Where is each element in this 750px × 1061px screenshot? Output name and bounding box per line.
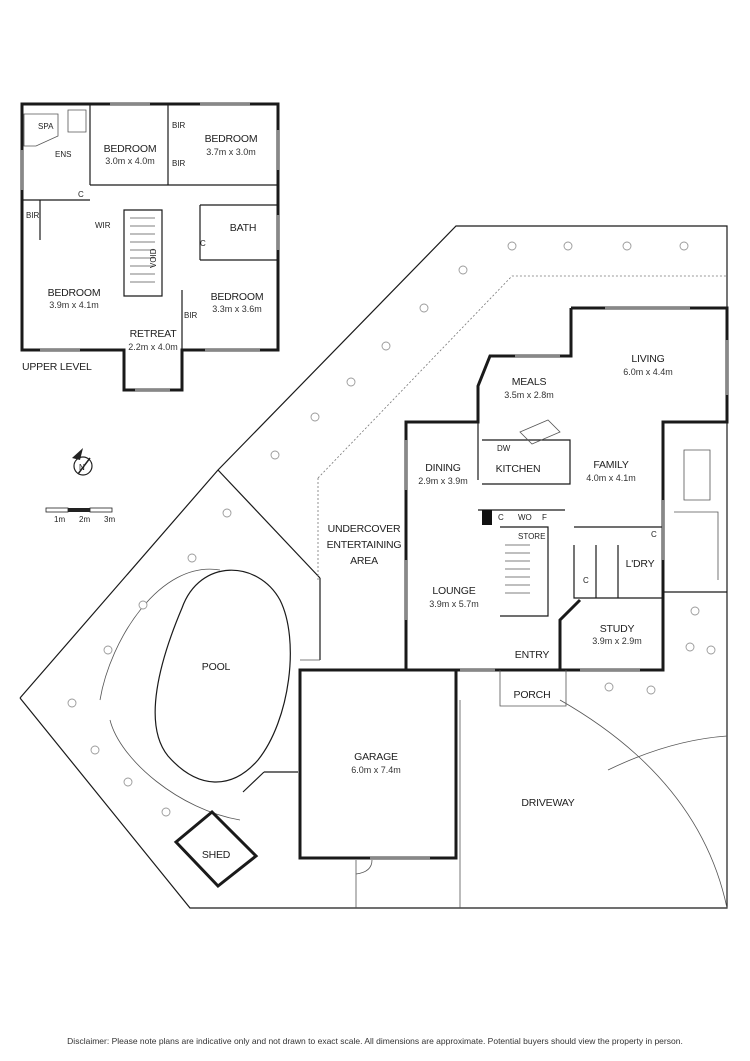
disclaimer: Disclaimer: Please note plans are indica… [67,1036,683,1046]
family-name: FAMILY [593,459,629,471]
upper-bir-top1-label: BIR [172,121,186,130]
ldry-label: L'DRY [626,558,655,570]
upper-bath-label: BATH [230,222,256,234]
upper-bedroom-d-size: 3.3m x 3.6m [212,304,262,314]
upper-bedroom-c-size: 3.9m x 4.1m [49,300,99,310]
upper-bedroom-a-size: 3.0m x 4.0m [105,156,155,166]
family-size: 4.0m x 4.1m [586,473,636,483]
study-size: 3.9m x 2.9m [592,636,642,646]
compass-letter: N [79,463,85,472]
c-wc-label: C [583,576,589,585]
ground-windows [370,306,729,860]
upper-c1-label: C [78,190,84,199]
site-boundary [19,225,728,909]
lounge-name: LOUNGE [432,585,475,597]
upper-bir-top2-label: BIR [172,159,186,168]
c-left-label: C [498,513,504,522]
driveway-lines [459,699,728,909]
upper-bedroom-b-name: BEDROOM [205,133,258,145]
upper-bedroom-c-name: BEDROOM [48,287,101,299]
undercover-line-2: ENTERTAINING [327,539,402,551]
upper-void-label: VOID [149,248,158,268]
upper-wir-label: WIR [95,221,111,230]
scale-bar: 1m 2m 3m [45,507,115,524]
scale-label-2: 2m [79,515,90,524]
study-name: STUDY [600,623,635,635]
upper-bedroom-a-name: BEDROOM [104,143,157,155]
upper-level-label: UPPER LEVEL [22,361,92,373]
pool-label: POOL [202,661,231,673]
north-arrow-icon: N [72,448,93,476]
porch-label: PORCH [514,689,551,701]
upper-windows [20,102,280,392]
living-size: 6.0m x 4.4m [623,367,673,377]
garage-size: 6.0m x 7.4m [351,765,401,775]
upper-c2-label: C [200,239,206,248]
upper-ens-label: ENS [55,150,71,159]
shed-label: SHED [202,849,231,861]
dining-name: DINING [425,462,461,474]
store-label: STORE [518,532,545,541]
scale-label-3: 3m [104,515,115,524]
upper-retreat-size: 2.2m x 4.0m [128,342,178,352]
upper-bedroom-d-name: BEDROOM [211,291,264,303]
kitchen-label: KITCHEN [496,463,541,475]
meals-name: MEALS [512,376,547,388]
upper-bedroom-b-size: 3.7m x 3.0m [206,147,256,157]
upper-bir-left-label: BIR [26,211,40,220]
dining-size: 2.9m x 3.9m [418,476,468,486]
upper-retreat-name: RETREAT [130,328,178,340]
dw-label: DW [497,444,511,453]
wo-label: WO [518,513,532,522]
trees [67,241,716,817]
scale-label-1: 1m [54,515,65,524]
lounge-size: 3.9m x 5.7m [429,599,479,609]
shed [173,809,259,889]
driveway-label: DRIVEWAY [521,797,574,809]
meals-size: 3.5m x 2.8m [504,390,554,400]
upper-bir-mid-label: BIR [184,311,198,320]
undercover-line-3: AREA [350,555,378,567]
undercover-line-1: UNDERCOVER [328,523,401,535]
entry-label: ENTRY [515,649,550,661]
f-label: F [542,513,547,522]
upper-spa-label: SPA [38,122,54,131]
garage-name: GARAGE [354,751,398,763]
living-name: LIVING [631,353,664,365]
c-ldry-label: C [651,530,657,539]
